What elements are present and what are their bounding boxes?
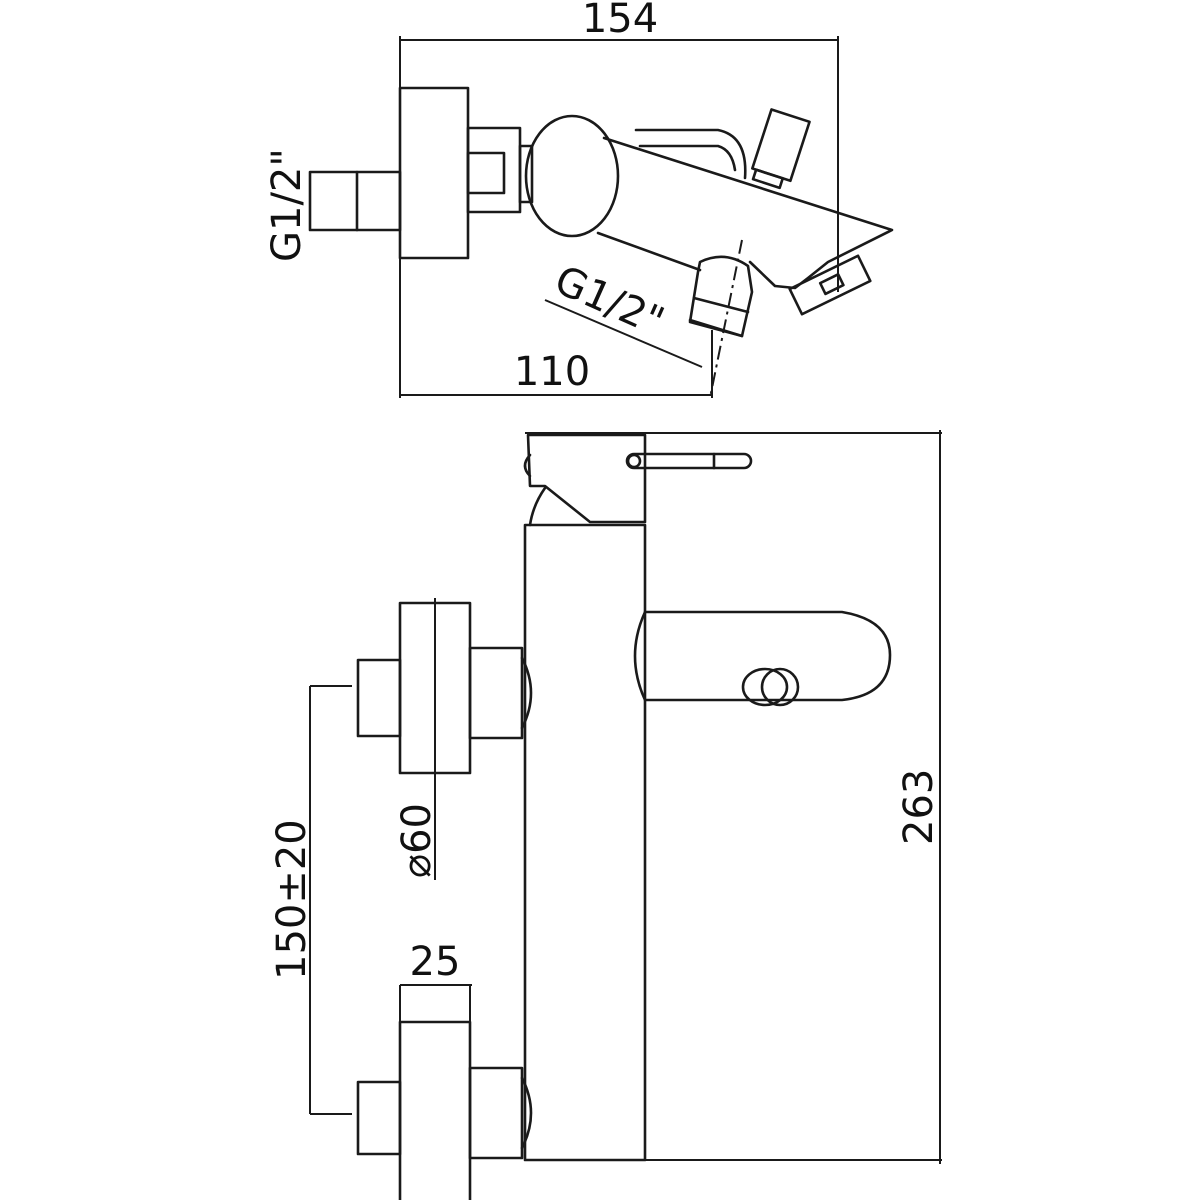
inlet-stub [308,170,402,232]
aerator [788,254,872,316]
dimension-label-263: 263 [896,769,942,845]
mixer-head [523,433,753,527]
lever-handle [751,108,811,190]
spout-top [602,136,894,290]
dimension-263: 263 [525,430,942,1164]
dimension-110: 110 [399,258,713,398]
dimension-label-154: 154 [582,0,658,42]
outlet-fitting [688,239,754,399]
front-view: 263 ⌀60 [269,430,942,1200]
outlet-thread-leader [544,299,703,368]
inlet-thread-label: G1/2" [264,148,310,262]
diverter-knob[interactable] [741,667,789,707]
rosette-depth-label: 25 [410,939,461,985]
inlet-centers-label: 150±20 [269,819,315,980]
rosette-diameter-label: ⌀60 [394,803,440,878]
connector [466,126,522,214]
upper-inlet: ⌀60 [356,598,533,880]
outlet-thread-label: G1/2" [548,257,671,345]
dimension-154: 154 [399,0,839,292]
lower-inlet [356,1020,533,1200]
dimension-25: 25 [399,939,472,1022]
spout-front [633,610,892,702]
dimension-150: 150±20 [269,685,352,1115]
mixer-column [523,523,647,1162]
dimension-label-110: 110 [514,349,590,395]
wall-rosette [398,86,470,260]
top-view: 154 G1/2" [264,0,894,399]
lever-arm [634,128,747,180]
mixer-body [524,114,620,238]
